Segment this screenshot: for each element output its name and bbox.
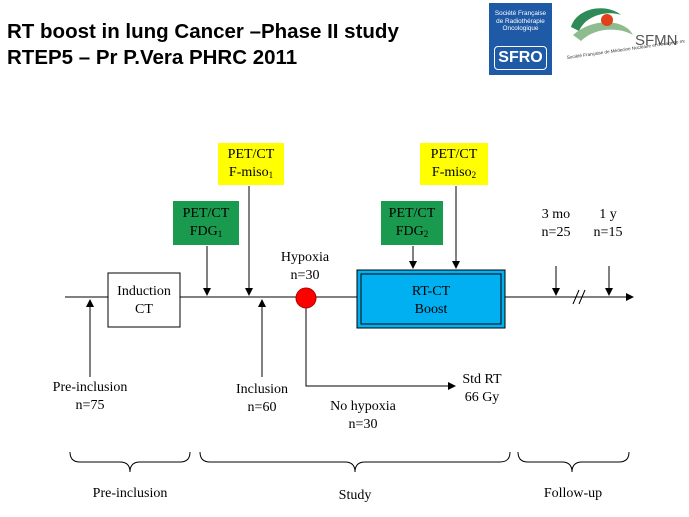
pet-ct-fdg1-line1: PET/CT xyxy=(182,206,230,221)
slide-title-line2: RTEP5 – Pr P.Vera PHRC 2011 xyxy=(7,46,298,69)
inclusion-line1: Inclusion xyxy=(235,382,289,397)
no-hypoxia-label: No hypoxia n=30 xyxy=(322,398,404,434)
followup-3mo-line1: 3 mo xyxy=(541,207,571,222)
pet-ct-fdg1-box: PET/CT FDG1 xyxy=(173,201,239,245)
pet-ct-fdg2-box: PET/CT FDG2 xyxy=(381,201,443,245)
rtct-boost-box xyxy=(356,269,506,329)
pet-ct-fdg2-line1: PET/CT xyxy=(388,206,436,221)
sfmn-logo-brand: SFMN xyxy=(635,32,678,49)
timeline-break-mark xyxy=(572,289,580,305)
sfmn-logo-dot xyxy=(601,14,613,26)
std-rt-line2: 66 Gy xyxy=(464,390,500,405)
study-brace xyxy=(199,451,511,473)
hypoxia-label: Hypoxia n=30 xyxy=(270,249,340,285)
rtct-boost-box-inner xyxy=(360,273,502,325)
followup-1y-label: 1 y n=15 xyxy=(584,206,632,242)
pet-ct-fmiso1-box: PET/CT F-miso1 xyxy=(218,143,284,185)
induction-ct-box xyxy=(107,272,181,328)
phase-followup-label: Follow-up xyxy=(543,486,603,501)
induction-ct-label: Induction CT xyxy=(108,283,180,319)
followup-brace xyxy=(517,451,630,473)
rtct-boost-label: RT-CT Boost xyxy=(357,283,505,319)
no-hypoxia-branch-arrow xyxy=(305,297,456,390)
rtct-boost-line1: RT-CT xyxy=(411,284,451,299)
induction-ct-line1: Induction xyxy=(117,284,171,299)
hypoxia-line1: Hypoxia xyxy=(280,250,330,265)
preinclusion-line1: Pre-inclusion xyxy=(52,380,128,395)
preinclusion-line2: n=75 xyxy=(75,398,105,413)
rtct-boost-line2: Boost xyxy=(414,302,448,317)
timeline-break-mark xyxy=(578,289,586,305)
no-hypoxia-line1: No hypoxia xyxy=(330,399,396,414)
slide-title-line1: RT boost in lung Cancer –Phase II study xyxy=(7,20,399,43)
sfmn-swoosh-light xyxy=(573,22,633,41)
sfmn-swoosh-green xyxy=(571,8,621,31)
hypoxia-line2: n=30 xyxy=(290,268,320,283)
inclusion-line2: n=60 xyxy=(247,400,277,415)
preinclusion-brace xyxy=(69,451,191,473)
preinclusion-label: Pre-inclusion n=75 xyxy=(40,379,140,415)
pet-ct-fmiso2-line1: PET/CT xyxy=(430,147,478,162)
pet-ct-fmiso1-line2: F-miso1 xyxy=(228,165,274,180)
phase-study-label: Study xyxy=(338,488,372,503)
std-rt-line1: Std RT xyxy=(462,372,502,387)
std-rt-label: Std RT 66 Gy xyxy=(450,371,514,407)
followup-3mo-line2: n=25 xyxy=(541,225,571,240)
followup-1y-line1: 1 y xyxy=(599,207,617,222)
followup-3mo-label: 3 mo n=25 xyxy=(530,206,582,242)
sfro-logo-text: Société Française de Radiothérapie Oncol… xyxy=(494,10,547,32)
phase-preinclusion-label: Pre-inclusion xyxy=(92,486,168,501)
hypoxia-dot xyxy=(295,287,317,309)
sfro-logo-brand: SFRO xyxy=(494,46,547,70)
inclusion-label: Inclusion n=60 xyxy=(222,381,302,417)
pet-ct-fdg1-line2: FDG1 xyxy=(189,224,223,239)
pet-ct-fmiso1-line1: PET/CT xyxy=(227,147,275,162)
pet-ct-fmiso2-box: PET/CT F-miso2 xyxy=(420,143,488,185)
sfmn-logo: SFMN Société Française de Médecine Nuclé… xyxy=(566,8,685,60)
induction-ct-line2: CT xyxy=(135,302,153,317)
no-hypoxia-line2: n=30 xyxy=(348,417,378,432)
followup-1y-line2: n=15 xyxy=(593,225,623,240)
pet-ct-fmiso2-line2: F-miso2 xyxy=(431,165,477,180)
pet-ct-fdg2-line2: FDG2 xyxy=(395,224,429,239)
sfro-logo: Société Française de Radiothérapie Oncol… xyxy=(489,3,552,75)
